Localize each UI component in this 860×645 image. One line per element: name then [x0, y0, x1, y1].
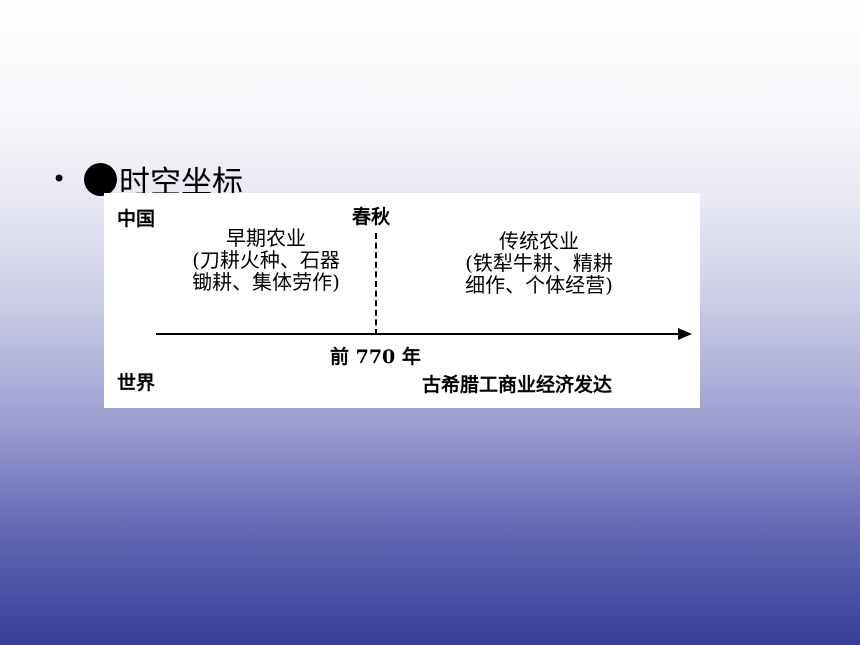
- arrow-right-icon: [678, 328, 692, 340]
- bullet-marker: •: [52, 165, 67, 193]
- traditional-agriculture-line2: 细作、个体经营): [465, 273, 613, 297]
- early-agriculture-title: 早期农业: [226, 226, 306, 250]
- world-event-label: 古希腊工商业经济发达: [422, 374, 613, 396]
- china-label: 中国: [117, 208, 156, 230]
- year-divider-line: [375, 233, 377, 335]
- early-agriculture-line2: 锄耕、集体劳作): [192, 270, 340, 294]
- traditional-agriculture-title: 传统农业: [499, 229, 579, 253]
- date-label: 前 770 年: [330, 346, 421, 368]
- timeline-axis: [156, 333, 680, 335]
- traditional-agriculture-line1: (铁犁牛耕、精耕: [465, 251, 613, 275]
- period-label: 春秋: [352, 206, 391, 228]
- traditional-agriculture-block: 传统农业 (铁犁牛耕、精耕 细作、个体经营): [439, 230, 639, 296]
- filled-circle-icon: [84, 163, 117, 196]
- world-label: 世界: [117, 372, 156, 394]
- early-agriculture-line1: (刀耕火种、石器: [192, 248, 340, 272]
- early-agriculture-block: 早期农业 (刀耕火种、石器 锄耕、集体劳作): [166, 227, 366, 293]
- timeline-diagram: 中国 春秋 早期农业 (刀耕火种、石器 锄耕、集体劳作) 传统农业 (铁犁牛耕、…: [104, 193, 700, 408]
